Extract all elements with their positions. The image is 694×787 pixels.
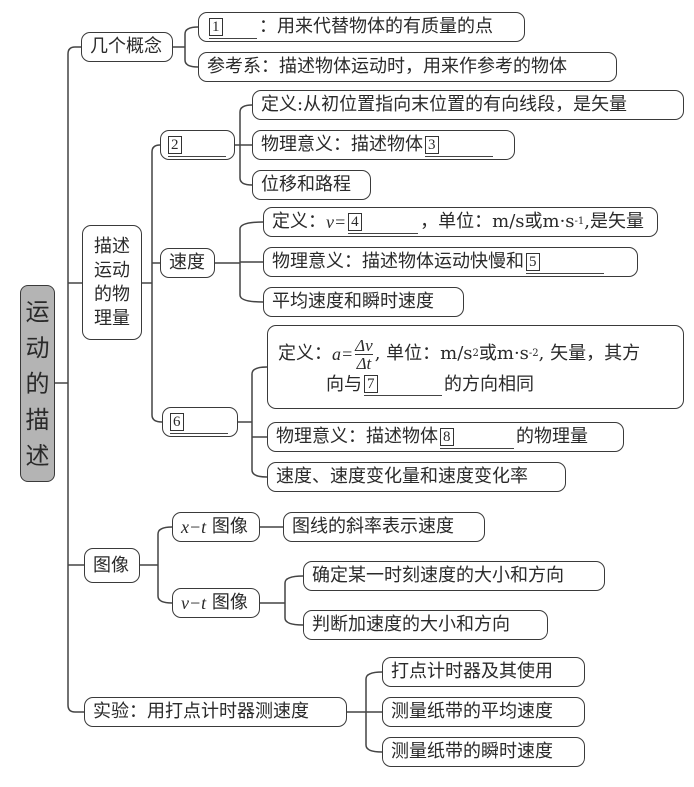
node-velocity-meaning: 物理意义：描述物体运动快慢和 5 bbox=[263, 247, 638, 277]
formula-var: v−t bbox=[181, 593, 207, 613]
formula-var: a= bbox=[332, 344, 354, 364]
node-text: , 矢量，其方 bbox=[538, 343, 641, 364]
node-displacement-distance: 位移和路程 bbox=[252, 170, 371, 200]
node-vt-graph: v−t 图像 bbox=[172, 588, 260, 618]
node-text: 确定某一时刻速度的大小和方向 bbox=[312, 565, 564, 586]
blank-1[interactable]: 1 bbox=[209, 16, 257, 39]
label-line: 描述 bbox=[94, 235, 130, 257]
node-text: 向与 bbox=[326, 373, 362, 395]
blank-number: 7 bbox=[364, 375, 378, 393]
blank-number: 3 bbox=[425, 135, 439, 154]
node-vt-acceleration: 判断加速度的大小和方向 bbox=[303, 610, 548, 640]
blank-4[interactable]: 4 bbox=[348, 211, 419, 234]
node-displacement: 2 bbox=[160, 130, 235, 160]
node-text: 的物理量 bbox=[516, 426, 588, 447]
node-velocity-definition: 定义： v= 4 ，单位：m/s或m·s-1,是矢量 bbox=[263, 207, 658, 237]
blank-8[interactable]: 8 bbox=[440, 426, 514, 449]
blank-number: 4 bbox=[348, 212, 362, 231]
node-text: 判断加速度的大小和方向 bbox=[312, 614, 510, 635]
label-line: 理量 bbox=[94, 307, 130, 329]
node-text: 定义： bbox=[272, 211, 326, 232]
node-label: 图像 bbox=[93, 554, 129, 576]
node-timer-usage: 打点计时器及其使用 bbox=[382, 657, 585, 687]
blank-6[interactable]: 6 bbox=[170, 411, 228, 434]
node-label: 图像 bbox=[206, 516, 248, 537]
node-text: 定义： bbox=[278, 343, 332, 364]
root-char: 的 bbox=[25, 369, 50, 398]
node-text: 测量纸带的瞬时速度 bbox=[391, 741, 553, 762]
blank-7[interactable]: 7 bbox=[364, 373, 442, 396]
blank-number: 6 bbox=[170, 412, 184, 431]
node-velocity-change-comparison: 速度、速度变化量和速度变化率 bbox=[267, 462, 566, 492]
node-label: 实验：用打点计时器测速度 bbox=[93, 701, 309, 722]
node-velocity: 速度 bbox=[160, 248, 215, 278]
node-xt-slope: 图线的斜率表示速度 bbox=[283, 512, 485, 542]
root-char: 动 bbox=[25, 333, 50, 362]
node-displacement-meaning: 物理意义：描述物体 3 bbox=[252, 130, 515, 160]
node-label: 图像 bbox=[206, 592, 248, 613]
root-char: 述 bbox=[25, 441, 50, 470]
node-avg-instant-velocity: 平均速度和瞬时速度 bbox=[263, 287, 464, 317]
root-char: 描 bbox=[25, 405, 50, 434]
node-text: ,是矢量 bbox=[584, 211, 645, 232]
node-text: 物理意义：描述物体 bbox=[261, 134, 423, 155]
node-concepts: 几个概念 bbox=[81, 32, 173, 62]
node-label: 速度 bbox=[169, 252, 205, 273]
node-text: ：用来代替物体的有质量的点 bbox=[259, 16, 493, 37]
exponent: -1 bbox=[574, 216, 585, 227]
root-node: 运 动 的 描 述 bbox=[20, 285, 55, 482]
node-quantities: 描述 运动 的物 理量 bbox=[82, 225, 142, 340]
node-acceleration: 6 bbox=[162, 407, 238, 437]
node-average-velocity: 测量纸带的平均速度 bbox=[382, 697, 585, 727]
node-instant-velocity: 测量纸带的瞬时速度 bbox=[382, 737, 585, 767]
node-text: , 单位：m/s bbox=[374, 343, 473, 364]
node-text: 图线的斜率表示速度 bbox=[292, 516, 454, 537]
exponent: 2 bbox=[472, 348, 479, 359]
node-label: 几个概念 bbox=[90, 36, 162, 57]
node-acceleration-meaning: 物理意义：描述物体 8 的物理量 bbox=[267, 422, 624, 452]
root-char: 运 bbox=[25, 297, 50, 326]
node-displacement-definition: 定义:从初位置指向末位置的有向线段，是矢量 bbox=[252, 90, 684, 120]
node-text: 参考系：描述物体运动时，用来作参考的物体 bbox=[207, 56, 567, 77]
blank-number: 5 bbox=[526, 252, 540, 271]
node-text: 的方向相同 bbox=[444, 373, 534, 395]
node-graphs: 图像 bbox=[84, 548, 140, 583]
blank-5[interactable]: 5 bbox=[526, 251, 604, 274]
node-text: ，单位：m/s或m·s bbox=[420, 211, 575, 232]
blank-2[interactable]: 2 bbox=[168, 134, 226, 157]
formula-var: v= bbox=[326, 212, 347, 232]
node-text: 速度、速度变化量和速度变化率 bbox=[276, 466, 528, 487]
node-text: 打点计时器及其使用 bbox=[391, 661, 553, 682]
label-line: 的物 bbox=[94, 283, 130, 305]
fraction-numerator: Δv bbox=[355, 335, 373, 355]
node-reference-frame: 参考系：描述物体运动时，用来作参考的物体 bbox=[198, 52, 617, 82]
node-text: 物理意义：描述物体运动快慢和 bbox=[272, 251, 524, 272]
node-vt-velocity: 确定某一时刻速度的大小和方向 bbox=[303, 561, 605, 591]
formula-var: x−t bbox=[181, 517, 207, 537]
node-text: 平均速度和瞬时速度 bbox=[272, 291, 434, 312]
blank-number: 1 bbox=[209, 17, 223, 36]
definition-line-2: 向与 7 的方向相同 bbox=[326, 372, 534, 398]
node-text: 定义:从初位置指向末位置的有向线段，是矢量 bbox=[261, 94, 628, 115]
node-text: 测量纸带的平均速度 bbox=[391, 701, 553, 722]
node-particle: 1 ：用来代替物体的有质量的点 bbox=[198, 12, 525, 42]
node-text: 或m·s bbox=[478, 343, 529, 364]
node-text: 位移和路程 bbox=[261, 174, 351, 195]
blank-3[interactable]: 3 bbox=[425, 134, 493, 157]
node-experiment: 实验：用打点计时器测速度 bbox=[84, 697, 347, 727]
node-xt-graph: x−t 图像 bbox=[172, 512, 260, 542]
node-text: 物理意义：描述物体 bbox=[276, 426, 438, 447]
exponent: -2 bbox=[528, 348, 539, 359]
fraction-denominator: Δt bbox=[356, 353, 372, 373]
blank-number: 2 bbox=[168, 135, 182, 154]
label-line: 运动 bbox=[94, 259, 130, 281]
blank-number: 8 bbox=[440, 427, 454, 446]
